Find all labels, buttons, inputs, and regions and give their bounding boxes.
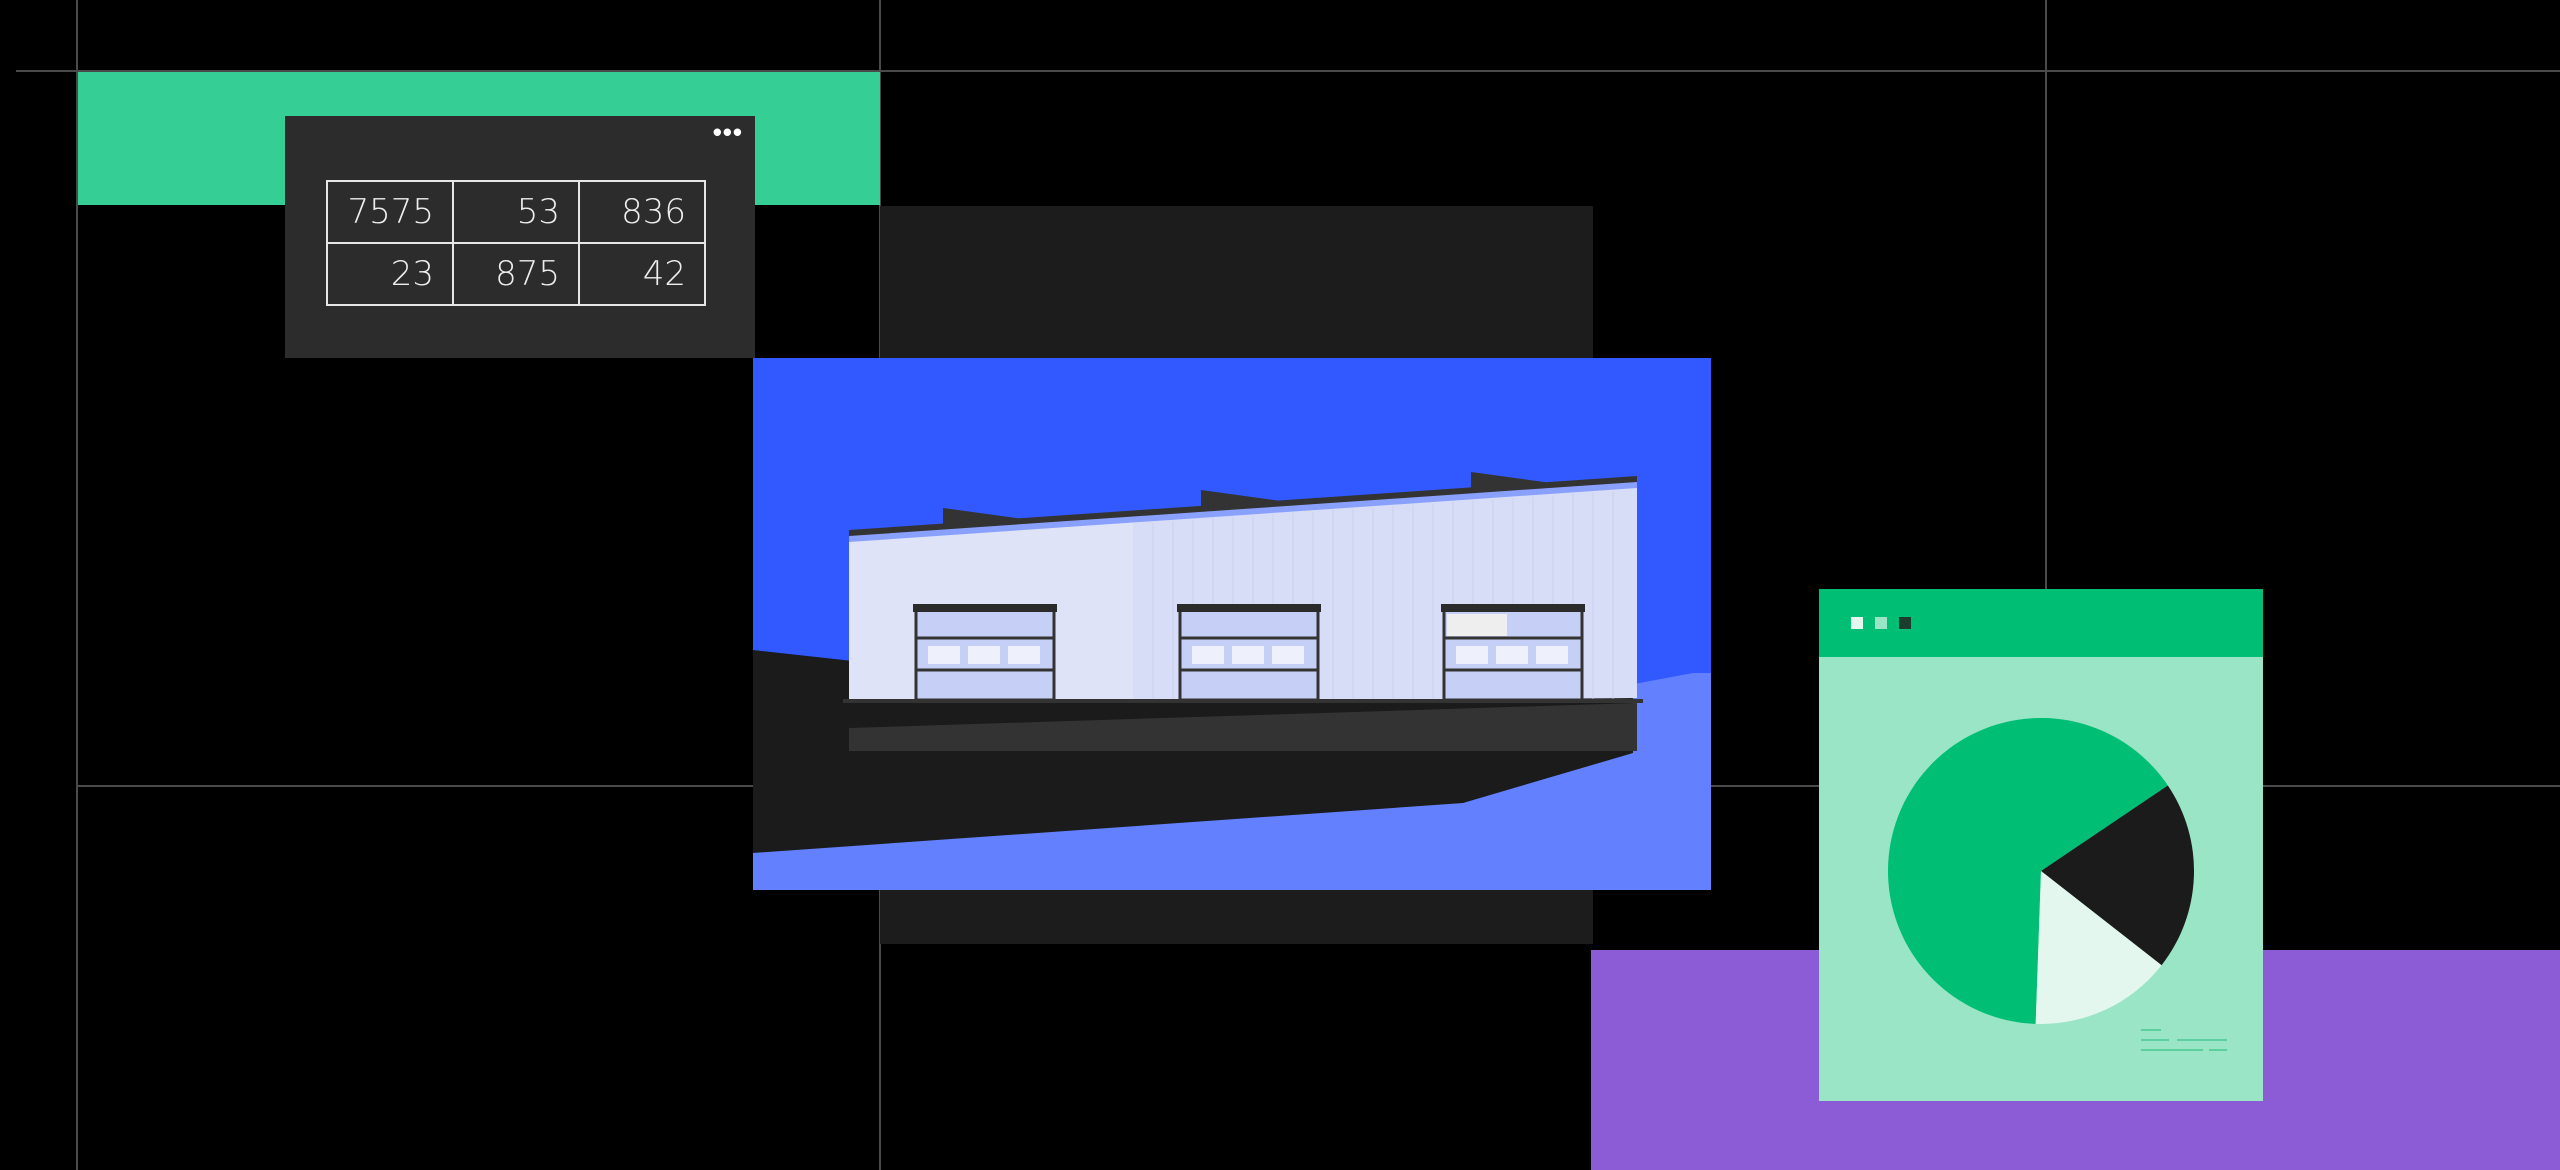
table-cell: 23 (326, 242, 454, 306)
table-cell: 42 (578, 242, 706, 306)
pie-slice-black (2041, 785, 2194, 966)
pie-chart-window (1819, 589, 2263, 1101)
pie-chart (1888, 718, 2194, 1024)
window-button[interactable] (1875, 617, 1887, 629)
pie-slice-green (1888, 718, 2168, 1024)
grid-line-horizontal (16, 70, 2560, 72)
pie-slice-light (2035, 871, 2162, 1024)
numbers-card: ••• 7575 53 836 23 875 42 (285, 116, 755, 358)
window-button[interactable] (1899, 617, 1911, 629)
table-row: 23 875 42 (326, 242, 706, 306)
window-title-bar (1819, 589, 2263, 657)
grid-line-vertical (76, 0, 78, 1170)
warehouse-illustration (753, 358, 1711, 890)
loading-door (1441, 604, 1585, 702)
table-cell: 7575 (326, 180, 454, 244)
loading-door (1177, 604, 1321, 702)
numbers-table: 7575 53 836 23 875 42 (326, 180, 706, 306)
more-dots-icon[interactable]: ••• (712, 117, 743, 147)
table-cell: 836 (578, 180, 706, 244)
table-cell: 53 (452, 180, 580, 244)
table-cell: 875 (452, 242, 580, 306)
loading-door (913, 604, 1057, 702)
window-button[interactable] (1851, 617, 1863, 629)
table-row: 7575 53 836 (326, 180, 706, 244)
grid-line-vertical (2045, 0, 2047, 1170)
